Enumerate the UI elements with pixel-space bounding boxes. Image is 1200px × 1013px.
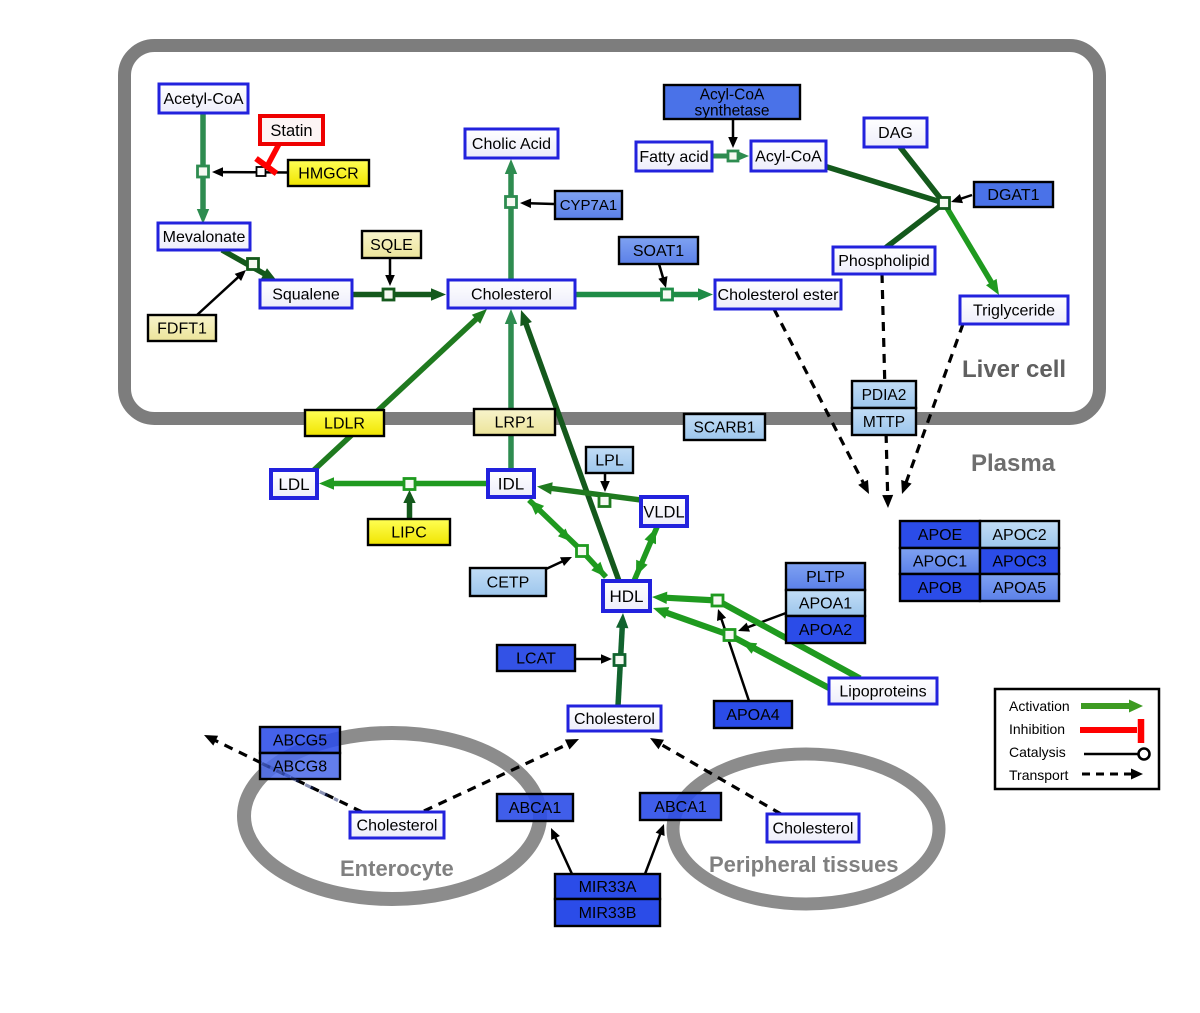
svg-text:IDL: IDL (498, 474, 524, 493)
svg-text:LIPC: LIPC (391, 525, 427, 542)
svg-text:Acyl-CoA: Acyl-CoA (700, 87, 765, 104)
svg-text:Triglyceride: Triglyceride (973, 303, 1055, 320)
svg-text:LPL: LPL (595, 453, 624, 470)
svg-text:CYP7A1: CYP7A1 (560, 197, 618, 214)
svg-text:APOA2: APOA2 (799, 622, 852, 639)
svg-text:MIR33B: MIR33B (579, 905, 637, 922)
svg-text:HMGCR: HMGCR (298, 166, 358, 183)
svg-text:SQLE: SQLE (370, 237, 413, 254)
svg-text:Plasma: Plasma (971, 450, 1056, 477)
svg-text:HDL: HDL (609, 587, 643, 606)
svg-text:APOC3: APOC3 (992, 554, 1046, 571)
svg-text:CETP: CETP (487, 575, 530, 592)
svg-text:LDL: LDL (278, 475, 309, 494)
svg-text:Acyl-CoA: Acyl-CoA (755, 149, 822, 166)
svg-text:Squalene: Squalene (272, 287, 340, 304)
svg-text:synthetase: synthetase (695, 102, 770, 119)
svg-text:Cholesterol: Cholesterol (357, 818, 438, 835)
svg-text:Cholesterol ester: Cholesterol ester (718, 287, 840, 304)
svg-text:MIR33A: MIR33A (579, 879, 637, 896)
svg-text:APOA4: APOA4 (726, 707, 779, 724)
svg-text:APOB: APOB (918, 580, 962, 597)
svg-text:Lipoproteins: Lipoproteins (839, 684, 926, 701)
svg-text:Inhibition: Inhibition (1009, 721, 1065, 737)
svg-text:FDFT1: FDFT1 (157, 321, 207, 338)
svg-text:LCAT: LCAT (516, 651, 556, 668)
svg-text:Enterocyte: Enterocyte (340, 856, 454, 881)
svg-text:Activation: Activation (1009, 698, 1070, 714)
svg-text:APOA5: APOA5 (993, 580, 1046, 597)
svg-text:Statin: Statin (270, 122, 312, 140)
svg-text:Cholic Acid: Cholic Acid (472, 136, 551, 153)
svg-text:DAG: DAG (878, 125, 913, 142)
svg-text:Mevalonate: Mevalonate (163, 229, 246, 246)
svg-text:APOC2: APOC2 (992, 527, 1046, 544)
svg-text:ABCA1: ABCA1 (654, 799, 707, 816)
svg-text:Catalysis: Catalysis (1009, 744, 1066, 760)
svg-text:Cholesterol: Cholesterol (574, 711, 655, 728)
svg-text:ABCG5: ABCG5 (273, 733, 327, 750)
svg-text:SOAT1: SOAT1 (633, 243, 684, 260)
svg-text:MTTP: MTTP (863, 414, 905, 431)
svg-text:Peripheral tissues: Peripheral tissues (709, 852, 899, 877)
svg-text:APOE: APOE (918, 527, 962, 544)
svg-text:SCARB1: SCARB1 (693, 419, 755, 436)
svg-text:APOC1: APOC1 (913, 554, 967, 571)
svg-text:Phospholipid: Phospholipid (838, 253, 930, 270)
svg-text:Fatty acid: Fatty acid (639, 149, 708, 166)
svg-text:Cholesterol: Cholesterol (773, 821, 854, 838)
svg-text:Liver cell: Liver cell (962, 356, 1066, 383)
svg-text:ABCA1: ABCA1 (509, 800, 562, 817)
svg-text:Transport: Transport (1009, 767, 1069, 783)
svg-text:Acetyl-CoA: Acetyl-CoA (163, 91, 243, 108)
svg-text:LDLR: LDLR (324, 416, 365, 433)
svg-text:DGAT1: DGAT1 (987, 187, 1039, 204)
svg-text:PDIA2: PDIA2 (862, 387, 907, 404)
svg-text:VLDL: VLDL (643, 503, 684, 521)
svg-text:Cholesterol: Cholesterol (471, 287, 552, 304)
svg-text:ABCG8: ABCG8 (273, 759, 327, 776)
svg-text:LRP1: LRP1 (494, 415, 534, 432)
svg-text:APOA1: APOA1 (799, 596, 852, 613)
svg-text:PLTP: PLTP (806, 569, 845, 586)
